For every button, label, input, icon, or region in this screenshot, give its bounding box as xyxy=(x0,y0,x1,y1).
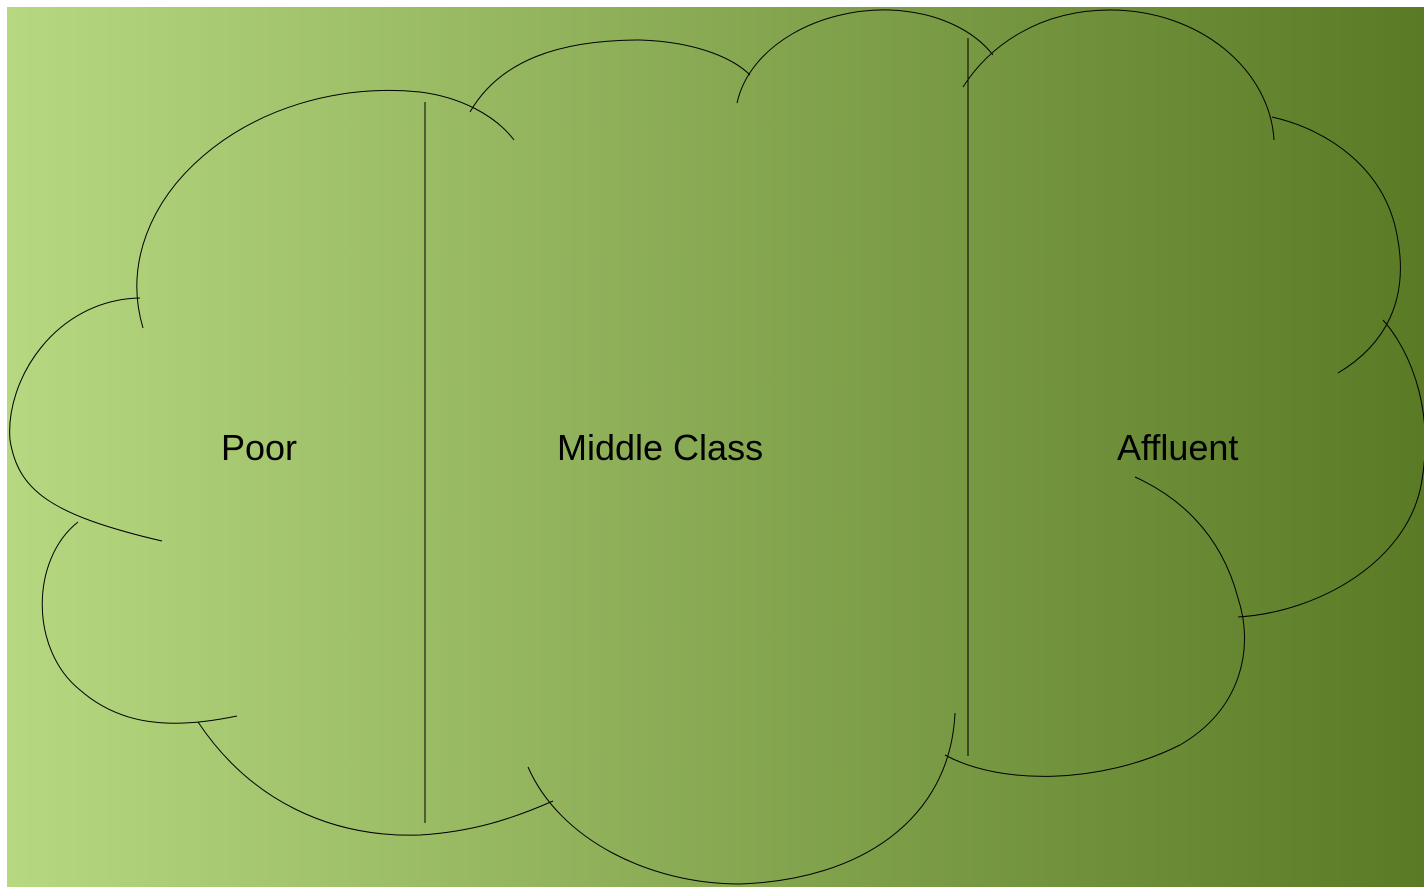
cloud-arc-top-right xyxy=(962,9,1275,141)
label-poor: Poor xyxy=(221,427,298,468)
cloud-arc-right-low xyxy=(1237,319,1424,618)
cloud-arc-bottom-right xyxy=(944,476,1245,777)
label-middle-class: Middle Class xyxy=(557,427,764,468)
cloud-arc-bottom xyxy=(197,721,554,836)
cloud-arc-left xyxy=(9,297,163,542)
cloud-arc-top-middle xyxy=(469,39,751,113)
cloud-arc-top-left xyxy=(136,90,515,329)
cloud-arc-bottom-center xyxy=(527,712,956,885)
cloud-arc-top-center xyxy=(736,9,994,104)
cloud-arc-right-up xyxy=(1271,116,1401,374)
label-affluent: Affluent xyxy=(1117,427,1239,468)
cloud-arc-bottom-left xyxy=(41,521,238,724)
